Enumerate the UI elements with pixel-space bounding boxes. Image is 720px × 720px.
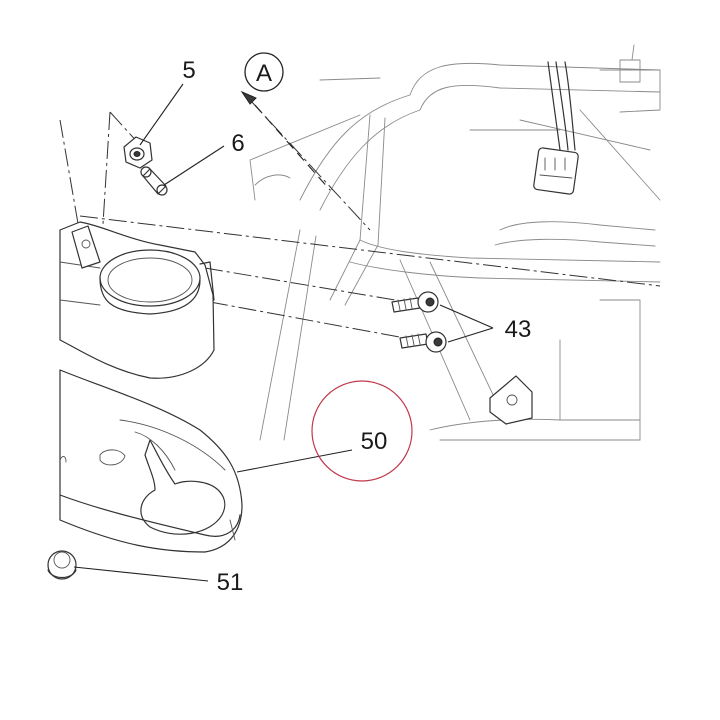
callout-51: 51 (217, 569, 244, 596)
callout-43: 43 (505, 316, 532, 343)
bolt-part-43-lower (399, 331, 447, 353)
upper-clamp (59, 221, 215, 379)
view-a-arrow (240, 90, 331, 191)
callout-50: 50 (361, 428, 388, 455)
bolt-part-43-upper (391, 291, 439, 313)
highlight-circle (311, 380, 413, 482)
screw-part-6 (140, 166, 168, 196)
leader-lines (73, 83, 494, 582)
connector (533, 147, 579, 195)
callout-5: 5 (182, 57, 195, 84)
callout-6: 6 (231, 130, 244, 157)
grommet-part-51 (47, 550, 77, 580)
bracket-small (489, 375, 533, 425)
wire-harness (533, 44, 641, 195)
view-a-label: A (256, 60, 272, 87)
lower-bracket (59, 369, 243, 553)
view-a-marker: A (244, 52, 284, 92)
frame-background (249, 62, 661, 441)
nut-part-5 (123, 136, 153, 169)
